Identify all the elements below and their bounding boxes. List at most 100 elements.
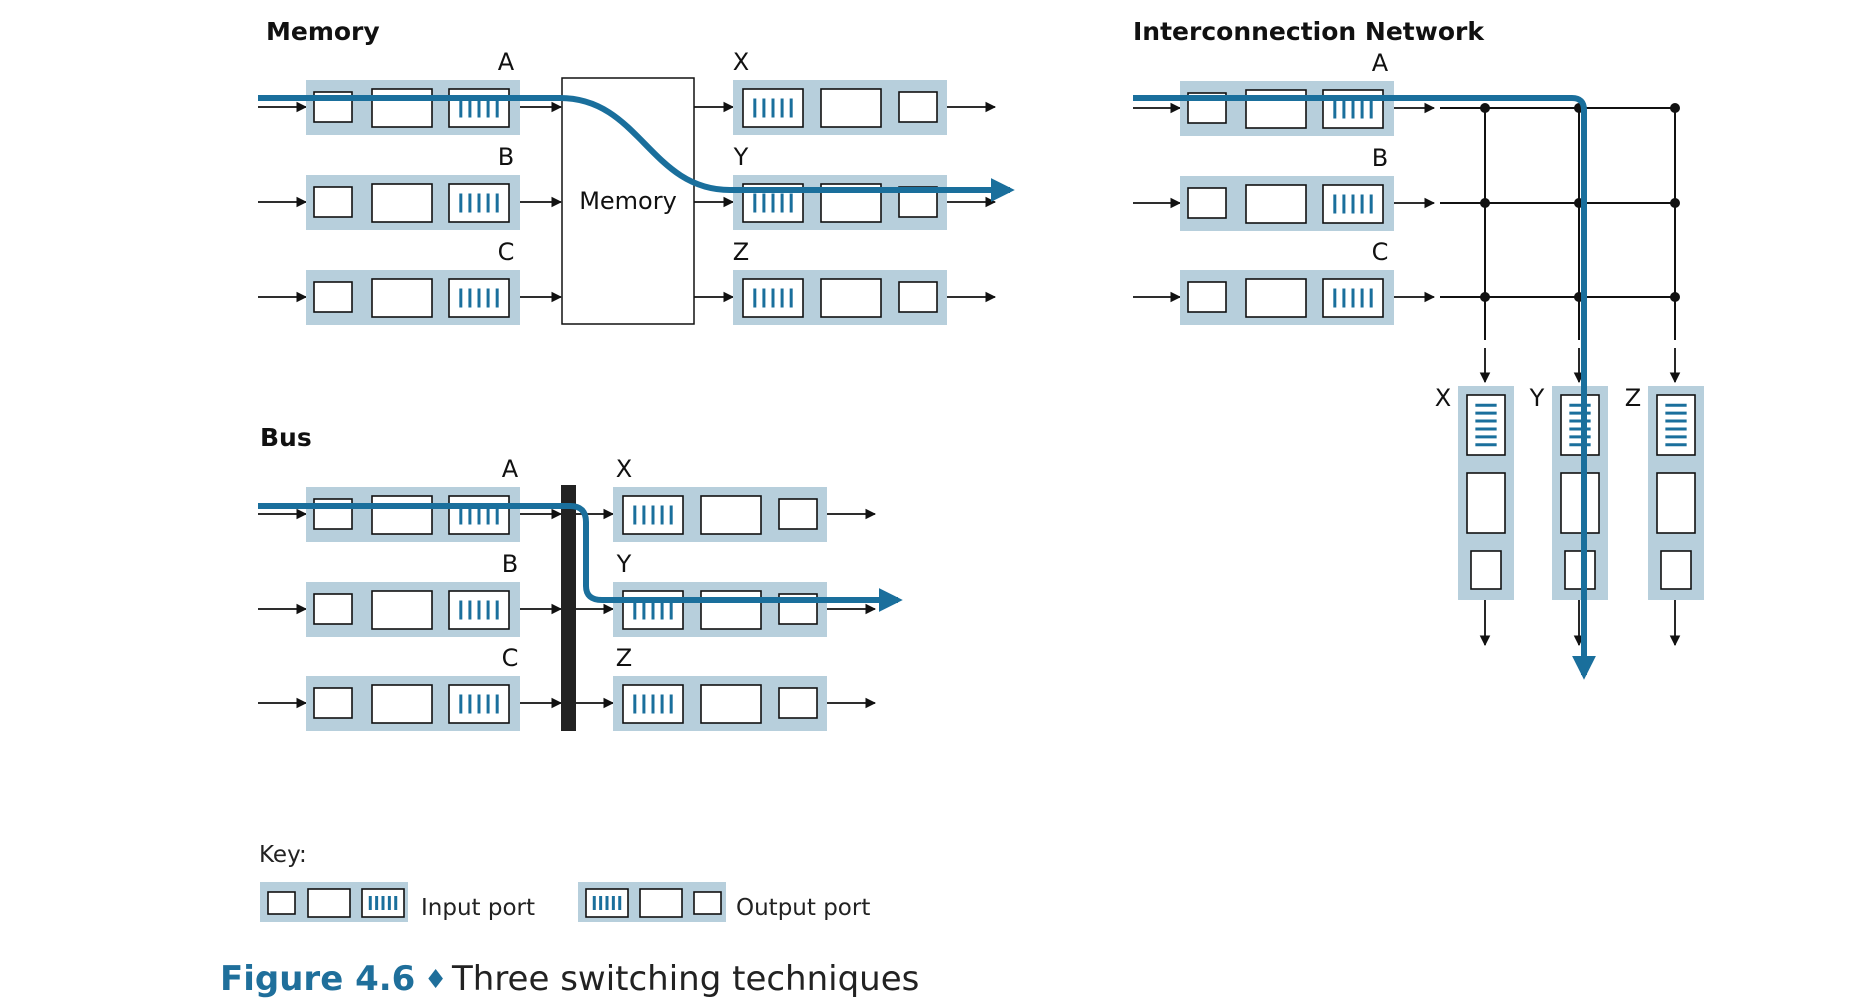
line-termination [700, 590, 762, 630]
memory-packet-path [258, 95, 1015, 202]
memory-input-port-c [306, 270, 520, 325]
bus-title: Bus [260, 423, 312, 452]
bus-input-port-b [306, 582, 520, 637]
icn-output-port-z [1648, 386, 1704, 600]
bus-input-port-a [306, 487, 520, 542]
small-buffer [313, 593, 353, 625]
icn-input-label-a: A [1372, 49, 1389, 77]
memory-block [561, 77, 695, 325]
small-buffer [898, 281, 938, 313]
bus-input-port-c [306, 676, 520, 731]
output-queue [742, 88, 804, 128]
memory-output-label-x: X [733, 48, 749, 76]
memory-input-label-b: B [498, 143, 514, 171]
memory-input-label-a: A [498, 48, 515, 76]
line-termination [371, 590, 433, 630]
memory-input-label-c: C [498, 238, 515, 266]
input-queue [1322, 184, 1384, 224]
line-termination [371, 684, 433, 724]
crosspoint [1670, 103, 1680, 113]
bus-ports: A B C X Y Z [258, 455, 877, 731]
queue-box [742, 278, 804, 318]
input-queue [1322, 278, 1384, 318]
bus-packet-path [258, 503, 903, 612]
queue-box [1322, 184, 1384, 224]
line-termination [820, 278, 882, 318]
key-title: Key: [259, 842, 307, 868]
small-buffer [313, 281, 353, 313]
small-buffer [693, 891, 722, 915]
icn-output-port-x [1458, 386, 1514, 600]
key: Key: Input port Output port [259, 842, 870, 922]
output-queue [622, 495, 684, 535]
small-buffer [267, 891, 296, 915]
memory-output-port-y [733, 175, 947, 230]
line-termination [1656, 472, 1696, 534]
small-buffer [1187, 281, 1227, 313]
line-termination [700, 684, 762, 724]
input-queue [448, 495, 510, 535]
input-queue [361, 888, 405, 918]
small-buffer [313, 687, 353, 719]
output-queue [742, 278, 804, 318]
memory-output-label-z: Z [733, 238, 749, 266]
caption-number: Figure 4.6 [220, 959, 415, 999]
interconnect-title: Interconnection Network [1133, 17, 1485, 46]
bus-output-label-y: Y [616, 550, 632, 578]
small-buffer [1470, 550, 1502, 590]
line-termination [1466, 472, 1506, 534]
bus-input-label-b: B [502, 550, 518, 578]
shared-bus [561, 485, 576, 731]
line-termination [1245, 278, 1307, 318]
output-queue [1656, 394, 1696, 456]
small-buffer [1564, 550, 1596, 590]
input-queue [448, 684, 510, 724]
memory-block-label: Memory [579, 187, 677, 215]
input-queue [448, 183, 510, 223]
icn-input-port-b [1180, 176, 1394, 231]
icn-input-port-a [1180, 81, 1394, 136]
input-queue [448, 278, 510, 318]
small-buffer [898, 91, 938, 123]
line-termination [371, 183, 433, 223]
icn-output-label-z: Z [1625, 384, 1641, 412]
input-queue [448, 590, 510, 630]
line-termination [700, 495, 762, 535]
output-queue [622, 590, 684, 630]
memory-title: Memory [266, 17, 380, 46]
line-termination [820, 88, 882, 128]
line-termination [371, 495, 433, 535]
memory-fabric: Memory [561, 77, 695, 325]
line-termination [1560, 472, 1600, 534]
key-input-port-label: Input port [421, 895, 535, 921]
figure-caption: Figure 4.6 ♦ Three switching techniques [220, 959, 919, 999]
bus-output-label-z: Z [616, 644, 632, 672]
crosspoint [1670, 198, 1680, 208]
bus-output-label-x: X [616, 455, 632, 483]
bus-input-label-a: A [502, 455, 519, 483]
memory-input-port-a [306, 80, 520, 135]
key-items [260, 882, 726, 922]
line-termination [371, 278, 433, 318]
small-buffer [1660, 550, 1692, 590]
crosspoint [1480, 103, 1490, 113]
interconnect-input-ports: ABC [1133, 49, 1436, 325]
small-buffer [1187, 187, 1227, 219]
memory-output-port-x [733, 80, 947, 135]
bus-output-port-z [613, 676, 827, 731]
crosspoint [1480, 198, 1490, 208]
memory-output-port-z [733, 270, 947, 325]
output-queue [1466, 394, 1506, 456]
bus-input-label-c: C [502, 644, 519, 672]
crosspoint [1480, 292, 1490, 302]
line-termination [1245, 184, 1307, 224]
icn-input-label-c: C [1372, 238, 1389, 266]
bus-output-port-x [613, 487, 827, 542]
key-output-port-label: Output port [736, 895, 870, 921]
line-termination [371, 88, 433, 128]
line-termination [307, 888, 351, 918]
